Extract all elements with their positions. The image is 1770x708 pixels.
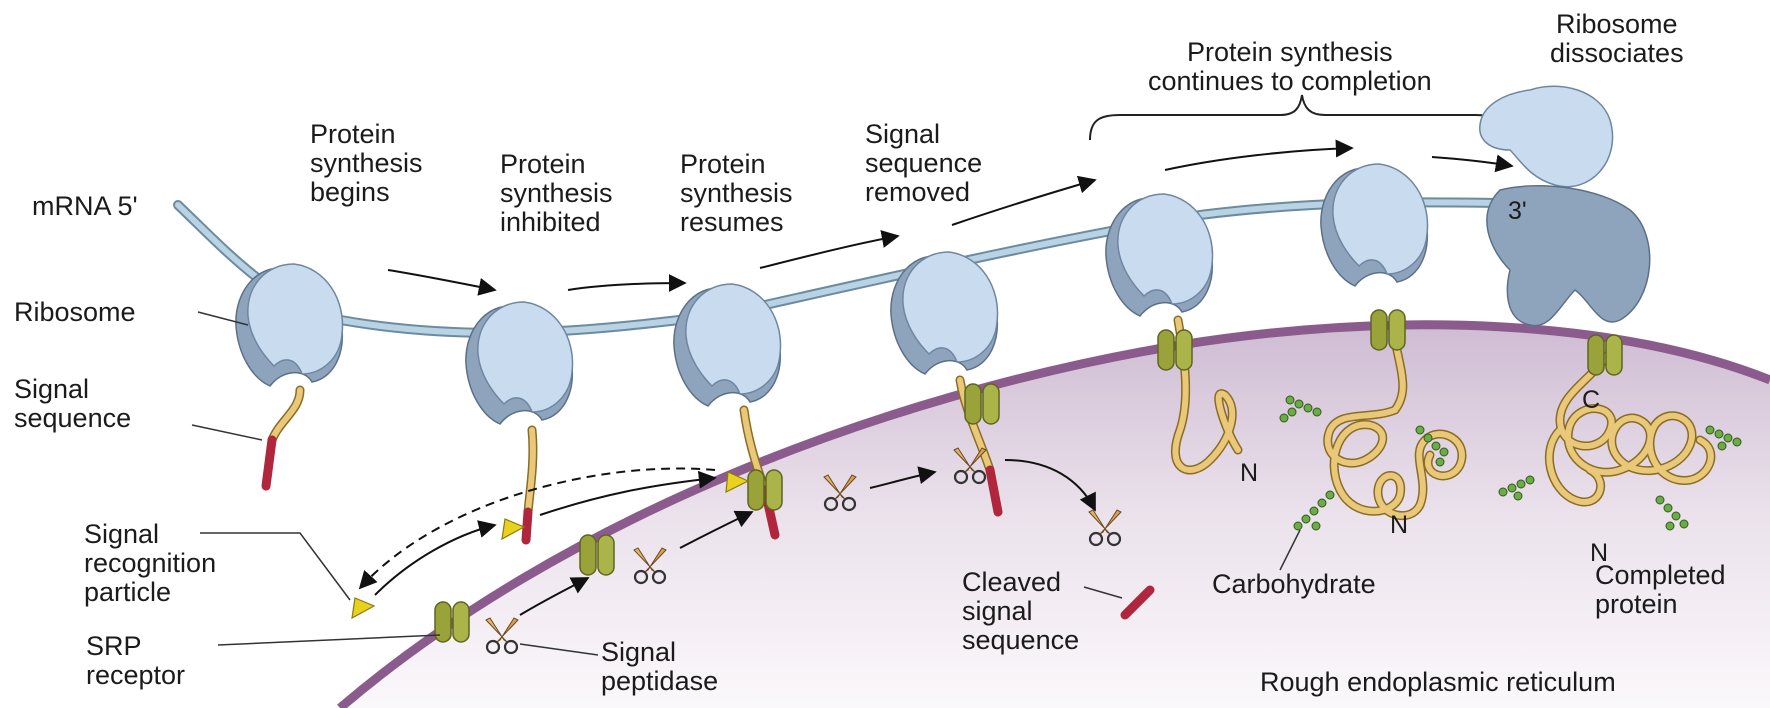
srp-bound-1 [502, 519, 524, 539]
completed-protein-label: Completed protein [1595, 561, 1726, 619]
three-prime-label: 3' [1508, 198, 1527, 225]
signal-peptidase-label: Signal peptidase [601, 638, 718, 696]
mrna-label: mRNA 5' [32, 192, 138, 221]
stage-label-removed: Signal sequence removed [865, 120, 982, 207]
ribosome-stage-4 [891, 252, 998, 374]
n-terminus-label-2: N [1390, 512, 1408, 539]
ribosome-large-subunit-free [1480, 86, 1613, 186]
ribosome-stage-6 [1321, 164, 1428, 286]
c-terminus-label: C [1582, 387, 1600, 414]
srp-label: Signal recognition particle [84, 520, 216, 607]
stage-label-continues: Protein synthesis continues to completio… [1148, 38, 1432, 96]
cleaved-signal-label: Cleaved signal sequence [962, 568, 1079, 655]
ribosome-stage-1 [236, 264, 343, 386]
ribosome-stage-3 [674, 284, 781, 406]
stage-label-inhibited: Protein synthesis inhibited [500, 150, 613, 237]
ribosome-stage-2 [466, 302, 573, 424]
n-terminus-label-3: N [1590, 540, 1608, 567]
rer-label: Rough endoplasmic reticulum [1260, 668, 1616, 697]
signal-sequence-label: Signal sequence [14, 375, 131, 433]
n-terminus-label-1: N [1240, 460, 1258, 487]
mrna-strand [178, 202, 1500, 333]
srp-receptor-label: SRP receptor [86, 632, 185, 690]
ribosome-stage-5 [1106, 194, 1213, 316]
stage-label-dissociates: Ribosome dissociates [1550, 10, 1684, 68]
carbohydrate-label: Carbohydrate [1212, 570, 1376, 599]
stage-label-resumes: Protein synthesis resumes [680, 150, 793, 237]
ribosome-label: Ribosome [14, 298, 136, 327]
srp-free [352, 598, 374, 618]
stage-label-begins: Protein synthesis begins [310, 120, 423, 207]
completion-brace [1090, 95, 1500, 140]
